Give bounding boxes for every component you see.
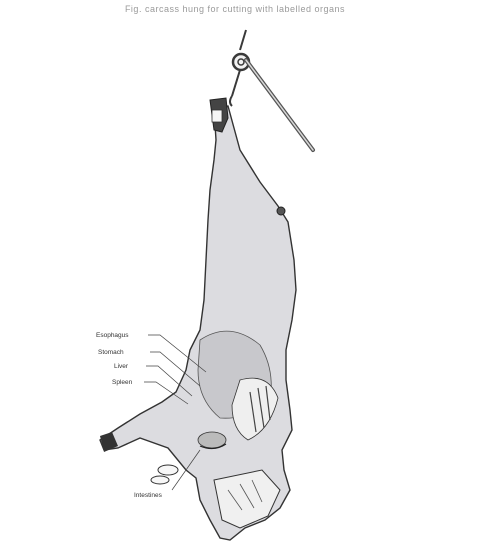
hanging-hook [230,30,249,106]
label-spleen: Spleen [112,379,133,386]
label-liver: Liver [114,363,129,370]
label-intestines: Intestines [134,492,163,499]
top-caption: Fig. carcass hung for cutting with label… [0,4,470,14]
neck-section [214,470,280,528]
hoof-tag [212,110,222,122]
gambrel-pole [246,60,313,150]
label-esophagus: Esophagus [96,332,129,339]
intestine-coil [151,465,178,484]
label-stomach: Stomach [98,349,124,356]
caption-text: Fig. carcass hung for cutting with label… [125,4,345,14]
tail-stub [277,207,285,215]
